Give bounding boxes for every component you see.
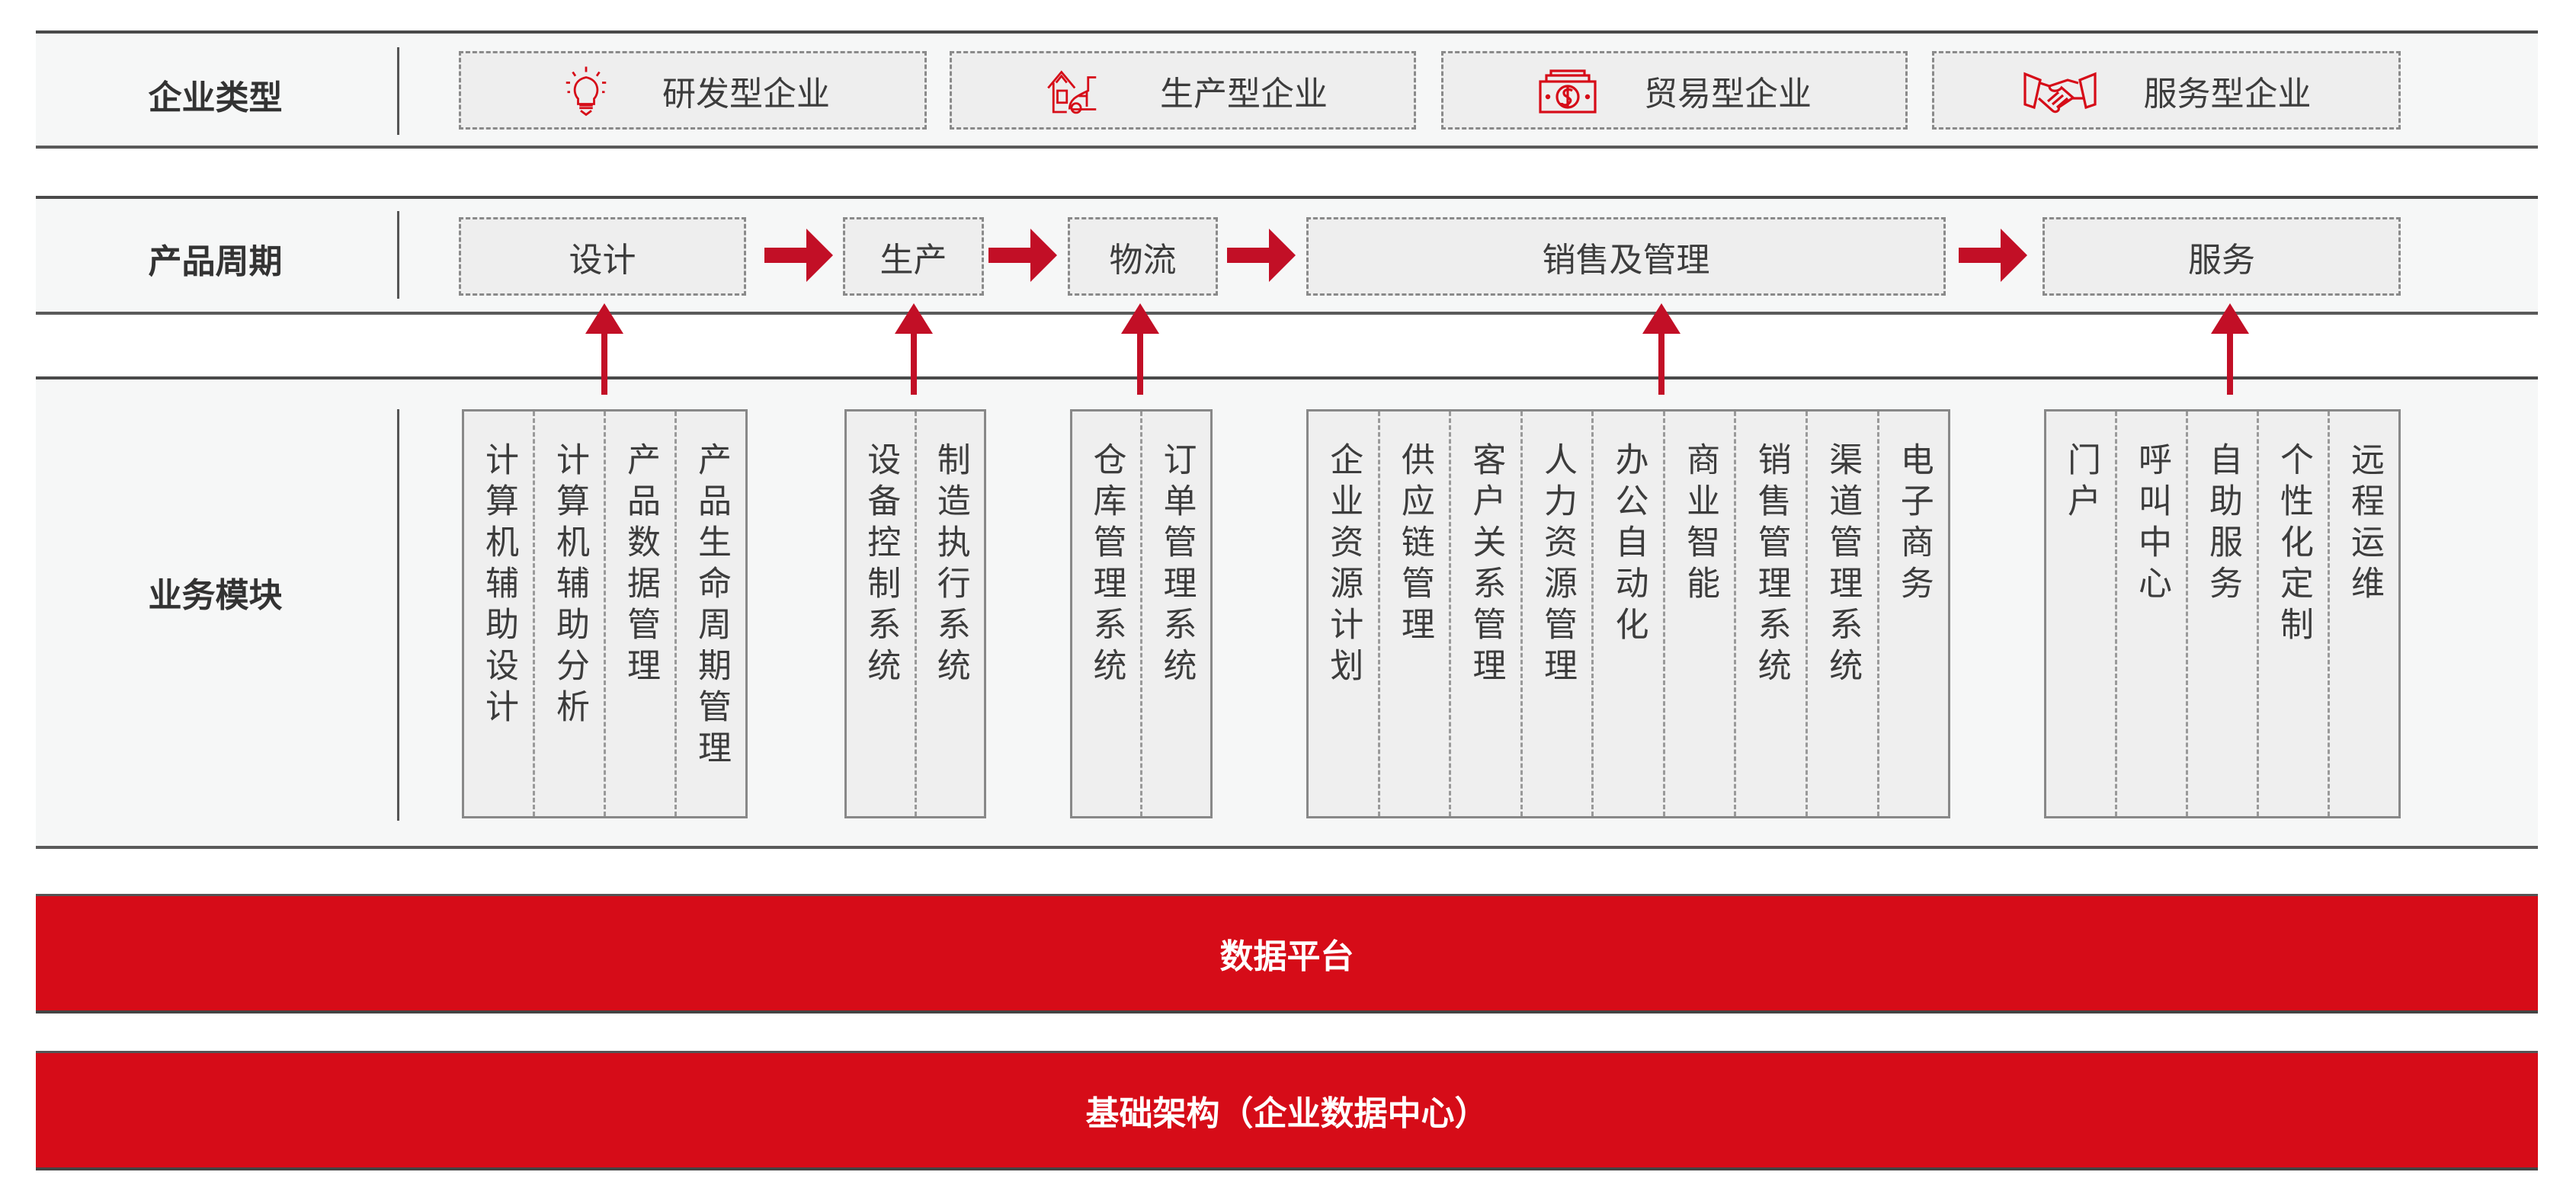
module-item[interactable]: 企业资源计划 <box>1309 411 1380 816</box>
module-group-production: 设备控制系统 制造执行系统 <box>844 409 986 818</box>
module-item[interactable]: 供应链管理 <box>1380 411 1452 816</box>
stage-label: 物流 <box>1109 240 1177 280</box>
module-item[interactable]: 商业智能 <box>1665 411 1737 816</box>
house-car-icon <box>1038 64 1114 117</box>
stage-label: 销售及管理 <box>1542 240 1710 280</box>
module-label: 商业智能 <box>1680 442 1720 607</box>
enterprise-type-trade[interactable]: 贸易型企业 <box>1441 51 1908 130</box>
handshake-icon <box>2022 64 2098 117</box>
module-label: 供应链管理 <box>1395 442 1434 648</box>
data-platform-bar[interactable]: 数据平台 <box>36 894 2538 1013</box>
module-item[interactable]: 设备控制系统 <box>847 411 917 816</box>
module-label: 呼叫中心 <box>2132 442 2171 607</box>
module-label: 企业资源计划 <box>1324 442 1363 689</box>
enterprise-type-label-production: 生产型企业 <box>1160 74 1328 114</box>
module-label: 制造执行系统 <box>931 442 970 689</box>
enterprise-type-service[interactable]: 服务型企业 <box>1932 51 2401 130</box>
data-platform-label: 数据平台 <box>1219 937 1354 976</box>
arrow-up-icon <box>2211 303 2249 395</box>
module-item[interactable]: 客户关系管理 <box>1451 411 1523 816</box>
divider <box>397 47 399 135</box>
module-group-sales-management: 企业资源计划 供应链管理 客户关系管理 人力资源管理 办公自动化 商业智能 销售… <box>1306 409 1950 818</box>
module-label: 计算机辅助设计 <box>479 442 518 730</box>
module-label: 电子商务 <box>1894 442 1934 607</box>
enterprise-type-rd[interactable]: 研发型企业 <box>459 51 927 130</box>
module-item[interactable]: 远程运维 <box>2330 411 2398 816</box>
module-label: 计算机辅助分析 <box>550 442 589 730</box>
module-item[interactable]: 产品生命周期管理 <box>677 411 745 816</box>
arrow-up-icon <box>1121 303 1159 395</box>
enterprise-type-production[interactable]: 生产型企业 <box>950 51 1416 130</box>
stage-logistics[interactable]: 物流 <box>1068 217 1218 296</box>
module-label: 门户 <box>2062 442 2100 524</box>
stage-design[interactable]: 设计 <box>459 217 746 296</box>
module-item[interactable]: 仓库管理系统 <box>1072 411 1142 816</box>
module-item[interactable]: 渠道管理系统 <box>1808 411 1879 816</box>
stage-label: 设计 <box>569 240 636 280</box>
module-label: 个性化定制 <box>2274 442 2313 648</box>
module-item[interactable]: 办公自动化 <box>1594 411 1665 816</box>
product-lifecycle-label: 产品周期 <box>148 242 283 281</box>
module-item[interactable]: 销售管理系统 <box>1736 411 1808 816</box>
divider <box>397 211 399 299</box>
module-group-design: 计算机辅助设计 计算机辅助分析 产品数据管理 产品生命周期管理 <box>462 409 748 818</box>
module-label: 产品数据管理 <box>621 442 660 689</box>
module-label: 订单管理系统 <box>1157 442 1197 689</box>
module-label: 人力资源管理 <box>1537 442 1577 689</box>
enterprise-type-label-service: 服务型企业 <box>2143 74 2312 114</box>
module-label: 远程运维 <box>2345 442 2384 607</box>
module-item[interactable]: 门户 <box>2046 411 2117 816</box>
module-item[interactable]: 自助服务 <box>2188 411 2259 816</box>
infrastructure-label: 基础架构（企业数据中心） <box>1085 1094 1488 1133</box>
lightbulb-icon <box>556 64 617 117</box>
stage-production[interactable]: 生产 <box>843 217 984 296</box>
arrow-up-icon <box>585 303 623 395</box>
arrow-up-icon <box>895 303 933 395</box>
infrastructure-bar[interactable]: 基础架构（企业数据中心） <box>36 1051 2538 1170</box>
divider <box>397 409 399 821</box>
module-item[interactable]: 个性化定制 <box>2259 411 2330 816</box>
module-label: 办公自动化 <box>1609 442 1648 648</box>
stage-sales-management[interactable]: 销售及管理 <box>1306 217 1946 296</box>
module-label: 产品生命周期管理 <box>692 442 731 771</box>
module-label: 自助服务 <box>2203 442 2242 607</box>
money-icon <box>1537 64 1598 117</box>
arrow-right-icon <box>988 229 1057 282</box>
stage-service[interactable]: 服务 <box>2043 217 2401 296</box>
arrow-up-icon <box>1642 303 1680 395</box>
arrow-right-icon <box>764 229 833 282</box>
module-label: 客户关系管理 <box>1466 442 1506 689</box>
module-item[interactable]: 电子商务 <box>1879 411 1949 816</box>
module-item[interactable]: 人力资源管理 <box>1523 411 1594 816</box>
module-item[interactable]: 订单管理系统 <box>1142 411 1210 816</box>
module-label: 仓库管理系统 <box>1087 442 1126 689</box>
stage-label: 服务 <box>2188 240 2255 280</box>
module-group-logistics: 仓库管理系统 订单管理系统 <box>1070 409 1213 818</box>
module-group-service: 门户 呼叫中心 自助服务 个性化定制 远程运维 <box>2044 409 2401 818</box>
module-item[interactable]: 计算机辅助分析 <box>535 411 606 816</box>
module-label: 销售管理系统 <box>1751 442 1791 689</box>
enterprise-type-label: 企业类型 <box>148 78 283 117</box>
arrow-right-icon <box>1959 229 2027 282</box>
module-item[interactable]: 计算机辅助设计 <box>464 411 535 816</box>
enterprise-type-label-rd: 研发型企业 <box>662 74 830 114</box>
arrow-right-icon <box>1227 229 1296 282</box>
enterprise-type-label-trade: 贸易型企业 <box>1644 74 1812 114</box>
module-label: 设备控制系统 <box>861 442 901 689</box>
module-item[interactable]: 制造执行系统 <box>917 411 985 816</box>
module-item[interactable]: 产品数据管理 <box>606 411 677 816</box>
module-label: 渠道管理系统 <box>1823 442 1863 689</box>
stage-label: 生产 <box>879 240 947 280</box>
business-modules-label: 业务模块 <box>148 576 283 615</box>
module-item[interactable]: 呼叫中心 <box>2117 411 2188 816</box>
